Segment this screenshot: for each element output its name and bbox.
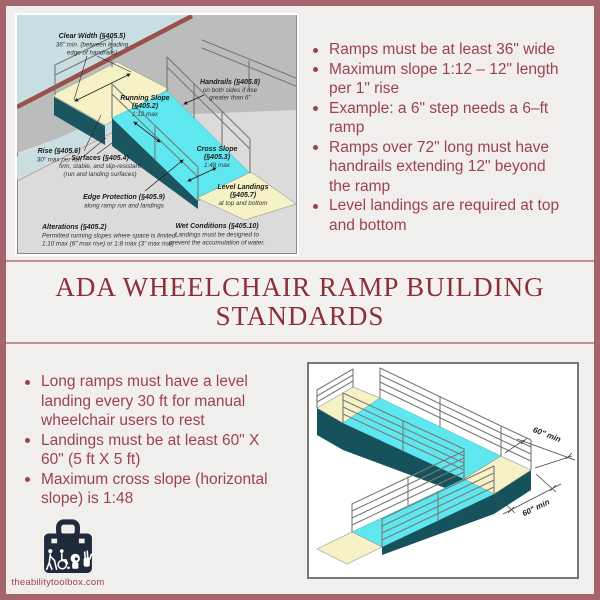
rise-desc: 30" max per run — [37, 157, 82, 164]
surfaces-label: Surfaces (§405.4) — [71, 155, 129, 162]
ramp-diagram-illustration: Clear Width (§405.5) 36" min. (between l… — [17, 15, 297, 254]
switchback-ramp-illustration: 60" min 60" min — [316, 367, 576, 565]
wet-conditions-desc2: prevent the accumulation of water. — [168, 240, 265, 247]
bottom-landing — [196, 171, 297, 221]
clear-width-desc2: edge of handrails) — [67, 50, 117, 57]
alterations-label: Alterations (§405.2) — [41, 224, 107, 231]
list-item: Maximum cross slope (horizontal slope) i… — [22, 470, 272, 509]
sign-language-hand-icon — [83, 550, 93, 567]
alterations-desc2: 1:10 max (6" max rise) or 1:8 max (3" ma… — [42, 241, 174, 248]
list-item: Ramps must be at least 36" wide — [310, 40, 562, 60]
list-item: Level landings are required at top and b… — [310, 196, 562, 235]
edge-protection-desc: along ramp run and landings — [84, 203, 165, 210]
rise-label: Rise (§405.6) — [38, 148, 81, 155]
list-item: Long ramps must have a level landing eve… — [22, 372, 272, 431]
website-url: theabilitytoolbox.com — [11, 577, 105, 588]
cross-slope-label: Cross Slope — [197, 146, 238, 153]
lower-ramp-side-face — [382, 494, 494, 555]
person-with-cane-icon — [45, 549, 58, 571]
toolbox-latch-right — [78, 538, 85, 544]
clear-width-desc: 36" min. (between leading — [56, 42, 129, 49]
handrails-label: Handrails (§405.8) — [200, 79, 261, 86]
running-slope-label: Running Slope — [120, 95, 169, 102]
ramp-rules-list: Ramps must be at least 36" wide Maximum … — [310, 40, 562, 235]
handrails-desc2: greater than 6" — [209, 95, 251, 102]
list-item: Landings must be at least 60" X 60" (5 f… — [22, 431, 272, 470]
level-landings-label: Level Landings — [218, 184, 269, 191]
list-item: Example: a 6" step needs a 6–ft ramp — [310, 99, 562, 138]
handrails-desc: on both sides if rise — [203, 87, 258, 94]
dimension-lines — [498, 437, 576, 515]
page-title-line2: STANDARDS — [215, 301, 385, 331]
brick-edge-stripe — [17, 15, 194, 109]
toolbox-latch-left — [51, 538, 58, 544]
accessibility-icons — [45, 549, 93, 571]
toolbox-logo — [44, 519, 93, 573]
middle-landing-side-face — [494, 470, 531, 514]
surfaces-desc2: (run and landing surfaces) — [63, 171, 136, 178]
toolbox-body — [44, 533, 92, 573]
handrail-lines — [316, 367, 532, 548]
page-title-line1: ADA WHEELCHAIR RAMP BUILDING — [55, 272, 545, 302]
clear-width-label: Clear Width (§405.5) — [59, 33, 127, 40]
dimension-label-top: 60" min — [532, 425, 563, 444]
landing-rules-list: Long ramps must have a level landing eve… — [22, 372, 272, 509]
running-slope-desc: 1:12 max — [132, 111, 159, 118]
level-landings-desc: at top and bottom — [218, 200, 267, 207]
switchback-ramp-diagram-panel: 60" min 60" min — [307, 362, 579, 579]
head-profile-icon — [70, 553, 80, 569]
wet-conditions-desc: Landings must be designed to — [175, 232, 260, 239]
curb-line — [17, 126, 124, 182]
top-landing-side-face — [317, 408, 343, 450]
bottom-landing — [316, 531, 383, 565]
diagram-labels: Clear Width (§405.5) 36" min. (between l… — [37, 33, 269, 248]
level-landings-section: (§405.7) — [230, 192, 257, 199]
edge-protection-label: Edge Protection (§405.9) — [83, 194, 165, 201]
list-item: Maximum slope 1:12 – 12" length per 1" r… — [310, 60, 562, 99]
wet-conditions-label: Wet Conditions (§405.10) — [175, 223, 259, 230]
alterations-desc: Permitted running slopes where space is … — [42, 233, 177, 240]
list-item: Ramps over 72" long must have handrails … — [310, 138, 562, 197]
cross-slope-desc: 1:48 max — [204, 162, 231, 169]
ramp-standards-diagram-panel: Clear Width (§405.5) 36" min. (between l… — [15, 13, 299, 256]
surfaces-desc: firm, stable, and slip-resistant — [59, 163, 141, 170]
dimension-label-bottom: 60" min — [521, 497, 551, 518]
cross-slope-section: (§405.3) — [204, 154, 231, 161]
leader-lines-and-arrows — [73, 55, 217, 192]
upper-ramp-side-face — [343, 423, 464, 495]
title-band: ADA WHEELCHAIR RAMP BUILDING STANDARDS — [6, 260, 594, 344]
wheelchair-icon — [57, 549, 70, 570]
running-slope-section: (§405.2) — [132, 103, 159, 110]
